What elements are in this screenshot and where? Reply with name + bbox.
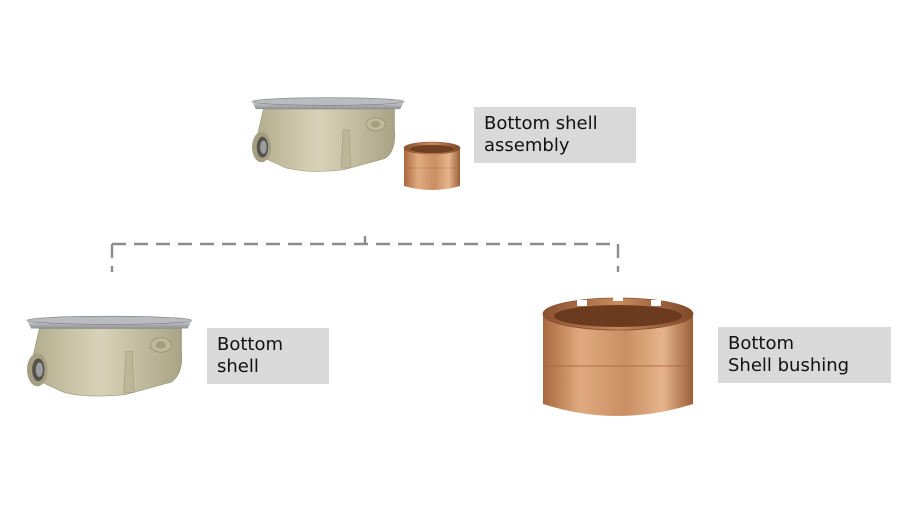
bottom-shell-image	[26, 315, 193, 397]
bottom-shell-bushing-image	[542, 296, 694, 416]
small-bushing-image	[403, 141, 461, 190]
dashed-connector	[110, 236, 620, 272]
bottom-shell-bushing-label: Bottom Shell bushing	[718, 327, 891, 383]
bottom-shell-assembly-label: Bottom shell assembly	[474, 107, 636, 163]
bottom-shell-assembly-image	[251, 97, 405, 172]
bottom-shell-label: Bottom shell	[207, 328, 329, 384]
